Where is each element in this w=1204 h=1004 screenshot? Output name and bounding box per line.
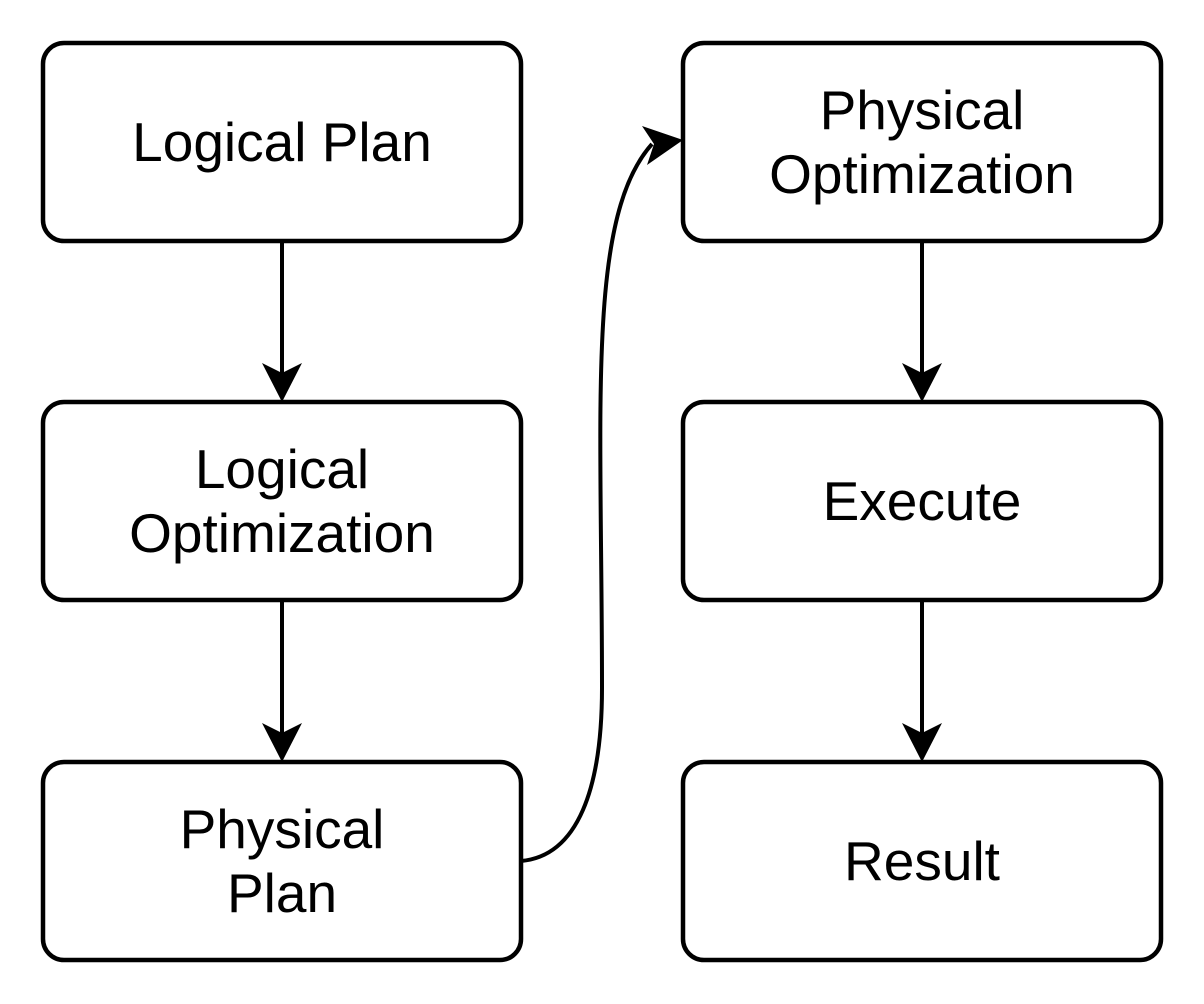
edge-physical-optimization-to-execute-arrowhead-icon — [902, 363, 942, 402]
node-logical-plan-shape — [40, 40, 524, 244]
node-execute-shape — [680, 399, 1164, 603]
edge-logical-plan-to-logical-optimization-arrowhead-icon — [262, 363, 302, 402]
edge-execute-to-result-arrowhead-icon — [902, 723, 942, 762]
node-physical-optimization-shape — [680, 40, 1164, 244]
edge-physical-plan-to-physical-optimization-arrowhead-icon — [642, 126, 683, 165]
edge-physical-plan-to-physical-optimization — [520, 142, 654, 863]
edge-logical-optimization-to-physical-plan-arrowhead-icon — [262, 723, 302, 762]
node-physical-plan-shape — [40, 759, 524, 963]
node-result-shape — [680, 759, 1164, 963]
node-logical-optimization-shape — [40, 399, 524, 603]
